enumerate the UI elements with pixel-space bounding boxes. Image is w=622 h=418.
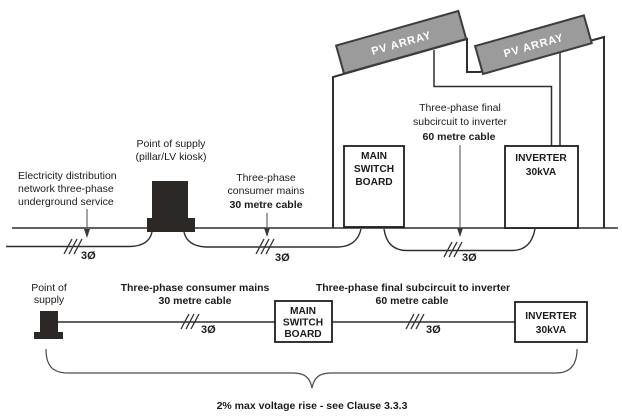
sl-supply-pillar-base	[34, 332, 63, 339]
main-switchboard-box	[343, 145, 405, 228]
sl-inverter: INVERTER 30kVA	[514, 301, 588, 343]
sl-phase-slashes-mains	[180, 313, 200, 330]
distribution-label-line1: Electricity distribution	[18, 170, 117, 182]
msb-label-line1: MAIN	[361, 151, 387, 162]
sl-main-switchboard: MAIN SWITCH BOARD	[274, 300, 333, 343]
phase-slashes-mains	[255, 238, 275, 255]
subcircuit-cable-length: 60 metre cable	[423, 131, 496, 143]
phase-label-mains: 3Ø	[275, 252, 290, 264]
underground-service-cable	[6, 231, 153, 248]
sl-subcircuit-cable: 60 metre cable	[376, 295, 449, 307]
pv-array-1: PV ARRAY	[334, 9, 468, 75]
pv-array-1-panel	[334, 9, 468, 75]
inverter-box	[504, 145, 579, 229]
voltage-rise-caption: 2% max voltage rise - see Clause 3.3.3	[217, 400, 408, 412]
supply-pillar	[147, 181, 195, 232]
sl-point-of-supply-line2: supply	[34, 294, 65, 306]
phase-label-service: 3Ø	[81, 250, 96, 262]
sl-inverter-line1: INVERTER	[525, 311, 577, 322]
sl-phase-label-subcircuit: 3Ø	[426, 324, 441, 336]
sl-phase-slashes-subcircuit	[405, 313, 425, 330]
sl-inverter-box	[514, 301, 588, 343]
pv-array-2: PV ARRAY	[473, 14, 593, 76]
consumer-mains-cable	[183, 228, 362, 248]
sl-msb-line3: BOARD	[284, 329, 321, 340]
inverter-label-line1: INVERTER	[515, 153, 567, 164]
msb-label-line2: SWITCH	[354, 164, 394, 175]
pv-array-2-panel	[473, 14, 593, 76]
pv-conduit-1	[433, 50, 553, 146]
distribution-label-line2: network three-phase	[18, 183, 114, 195]
inverter-label-line2: 30kVA	[526, 167, 557, 178]
main-switchboard: MAIN SWITCH BOARD	[343, 145, 405, 228]
sl-msb-box	[274, 300, 333, 343]
phase-label-subcircuit: 3Ø	[462, 252, 477, 264]
voltage-rise-brace	[45, 348, 578, 389]
sl-consumer-mains-label: Three-phase consumer mains	[121, 282, 270, 294]
distribution-label-line3: underground service	[18, 196, 114, 208]
phase-slashes-service	[63, 238, 83, 255]
subcircuit-cable	[383, 228, 536, 252]
consumer-mains-label-line2: consumer mains	[227, 185, 304, 197]
leader-underground-service	[84, 209, 90, 238]
sl-supply-pillar-body	[40, 311, 58, 332]
supply-pillar-base	[147, 218, 195, 232]
subcircuit-label-line1: Three-phase final	[419, 102, 501, 114]
point-of-supply-label-line2: (pillar/LV kiosk)	[136, 151, 207, 163]
leader-subcircuit	[457, 145, 463, 237]
sl-point-of-supply-line1: Point of	[31, 282, 67, 294]
sl-phase-label-mains: 3Ø	[201, 324, 216, 336]
point-of-supply-label-line1: Point of supply	[137, 138, 207, 150]
sl-consumer-mains-cable: 30 metre cable	[159, 295, 232, 307]
inverter: INVERTER 30kVA	[504, 145, 579, 229]
phase-slashes-subcircuit	[443, 241, 463, 258]
msb-label-line3: BOARD	[355, 177, 392, 188]
sl-subcircuit-label: Three-phase final subcircuit to inverter	[316, 282, 510, 294]
subcircuit-label-line2: subcircuit to inverter	[413, 116, 507, 128]
sl-inverter-line2: 30kVA	[536, 325, 567, 336]
building-outline	[332, 35, 605, 228]
consumer-mains-cable-length: 30 metre cable	[230, 199, 303, 211]
sl-supply-pillar	[34, 311, 63, 339]
sl-msb-line1: MAIN	[290, 306, 316, 317]
supply-pillar-body	[152, 181, 188, 218]
sl-msb-line2: SWITCH	[283, 318, 323, 329]
leader-consumer-mains	[264, 213, 270, 237]
consumer-mains-label-line1: Three-phase	[236, 172, 296, 184]
